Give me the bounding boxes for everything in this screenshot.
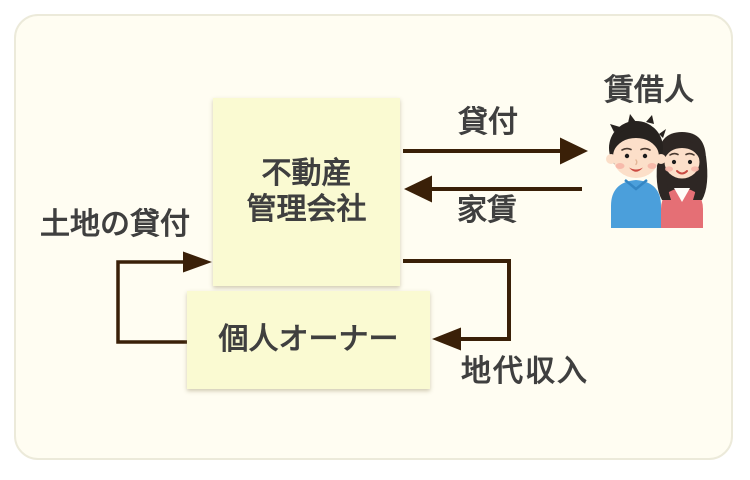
land-rent-income-label: 地代収入 [461, 355, 589, 388]
tenant-label: 賃借人 [604, 74, 694, 107]
node-individual-owner: 個人オーナー [187, 291, 430, 389]
woman-figure [656, 132, 708, 228]
node-management-company: 不動産 管理会社 [213, 98, 400, 286]
man-figure [606, 114, 666, 228]
management-company-line1: 不動産 [261, 157, 352, 190]
individual-owner-label: 個人オーナー [218, 323, 399, 356]
management-company-line2: 管理会社 [246, 193, 367, 226]
rent-label: 家賃 [457, 194, 517, 227]
loan-label: 貸付 [458, 106, 518, 139]
land-lease-label: 土地の貸付 [40, 208, 190, 241]
tenant-couple-illustration [606, 114, 708, 228]
